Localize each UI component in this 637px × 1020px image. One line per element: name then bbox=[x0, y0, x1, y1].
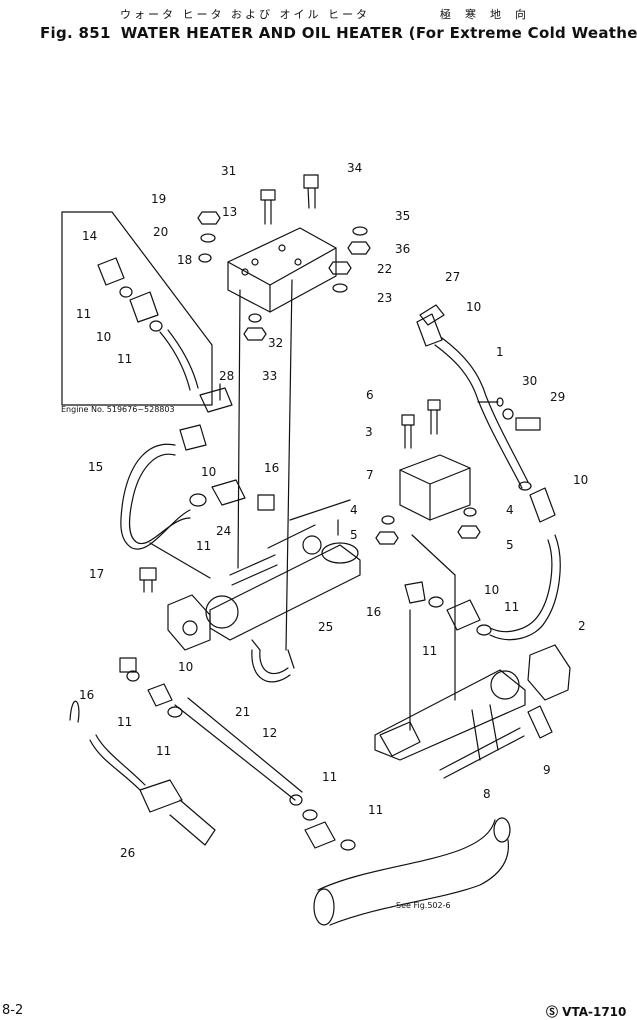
callout-31: 31 bbox=[221, 164, 236, 178]
callout-32: 32 bbox=[268, 336, 283, 350]
callout-11h: 11 bbox=[322, 770, 337, 784]
callout-10b: 10 bbox=[573, 473, 588, 487]
callout-16c: 16 bbox=[79, 688, 94, 702]
callout-33: 33 bbox=[262, 369, 277, 383]
japanese-title: ウォータ ヒータ および オイル ヒータ bbox=[120, 8, 370, 21]
callout-11a: 11 bbox=[76, 307, 91, 321]
callout-7: 7 bbox=[366, 468, 374, 482]
callout-labels: 1 2 3 4 4 5 5 6 7 8 9 10 10 10 10 10 10 … bbox=[76, 161, 588, 860]
callout-20: 20 bbox=[153, 225, 168, 239]
callout-8: 8 bbox=[483, 787, 491, 801]
page-number: 8-2 bbox=[2, 1003, 24, 1018]
callout-34: 34 bbox=[347, 161, 362, 175]
callout-12: 12 bbox=[262, 726, 277, 740]
callout-22: 22 bbox=[377, 262, 392, 276]
figure-number: Fig. 851 bbox=[40, 24, 111, 42]
inset-frame bbox=[61, 211, 213, 406]
callout-10f: 10 bbox=[178, 660, 193, 674]
callout-24: 24 bbox=[216, 524, 231, 538]
callout-25: 25 bbox=[318, 620, 333, 634]
callout-4b: 4 bbox=[506, 503, 514, 517]
callout-11f: 11 bbox=[117, 715, 132, 729]
japanese-subtitle: 極寒地向 bbox=[440, 8, 540, 21]
callout-10d: 10 bbox=[201, 465, 216, 479]
callout-11e: 11 bbox=[422, 644, 437, 658]
callout-11g: 11 bbox=[156, 744, 171, 758]
callout-14: 14 bbox=[82, 229, 97, 243]
callout-21: 21 bbox=[235, 705, 250, 719]
callout-27: 27 bbox=[445, 270, 460, 284]
see-fig-note: See Fig.502-6 bbox=[396, 901, 451, 910]
figure-caption: WATER HEATER AND OIL HEATER (For Extreme… bbox=[120, 24, 637, 42]
callout-10e: 10 bbox=[96, 330, 111, 344]
callout-18: 18 bbox=[177, 253, 192, 267]
callout-16a: 16 bbox=[264, 461, 279, 475]
callout-5a: 5 bbox=[350, 528, 358, 542]
callout-9: 9 bbox=[543, 763, 551, 777]
callout-11c: 11 bbox=[196, 539, 211, 553]
callout-10a: 10 bbox=[466, 300, 481, 314]
callout-4a: 4 bbox=[350, 503, 358, 517]
callout-16b: 16 bbox=[366, 605, 381, 619]
callout-2: 2 bbox=[578, 619, 586, 633]
callout-3: 3 bbox=[365, 425, 373, 439]
bracket-13 bbox=[227, 227, 337, 286]
figure-title: Fig. 851 WATER HEATER AND OIL HEATER (For… bbox=[40, 24, 637, 42]
callout-1: 1 bbox=[496, 345, 504, 359]
callout-28: 28 bbox=[219, 369, 234, 383]
callout-35: 35 bbox=[395, 209, 410, 223]
callout-5b: 5 bbox=[506, 538, 514, 552]
callout-30: 30 bbox=[522, 374, 537, 388]
callout-19: 19 bbox=[151, 192, 166, 206]
callout-13: 13 bbox=[222, 205, 237, 219]
callout-11b: 11 bbox=[117, 352, 132, 366]
callout-15: 15 bbox=[88, 460, 103, 474]
callout-17: 17 bbox=[89, 567, 104, 581]
callout-11d: 11 bbox=[504, 600, 519, 614]
callout-29: 29 bbox=[550, 390, 565, 404]
callout-36: 36 bbox=[395, 242, 410, 256]
callout-26: 26 bbox=[120, 846, 135, 860]
engine-range-note: Engine No. 519676~528803 bbox=[61, 405, 175, 414]
callout-10c: 10 bbox=[484, 583, 499, 597]
document-code: Ⓢ VTA-1710 bbox=[546, 1005, 627, 1019]
callout-11i: 11 bbox=[368, 803, 383, 817]
callout-23: 23 bbox=[377, 291, 392, 305]
callout-6: 6 bbox=[366, 388, 374, 402]
